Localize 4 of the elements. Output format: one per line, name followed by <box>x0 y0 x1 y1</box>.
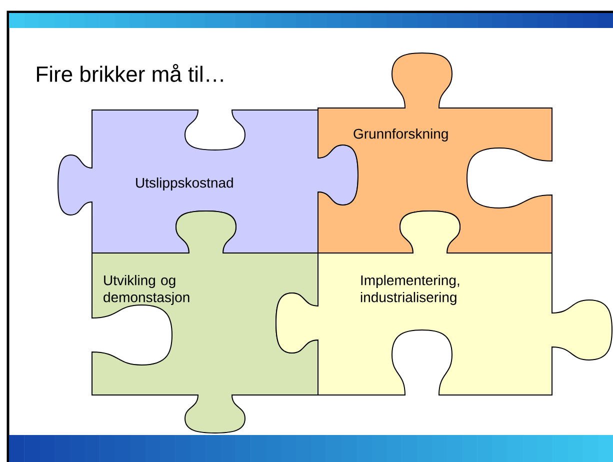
puzzle-piece: Implementering, industrialisering <box>276 210 612 396</box>
puzzle-piece: Grunnforskning <box>318 52 552 254</box>
slide-title: Fire brikker må til… <box>37 64 223 82</box>
puzzle-piece: Utvikling og demonstasjon <box>92 210 318 434</box>
